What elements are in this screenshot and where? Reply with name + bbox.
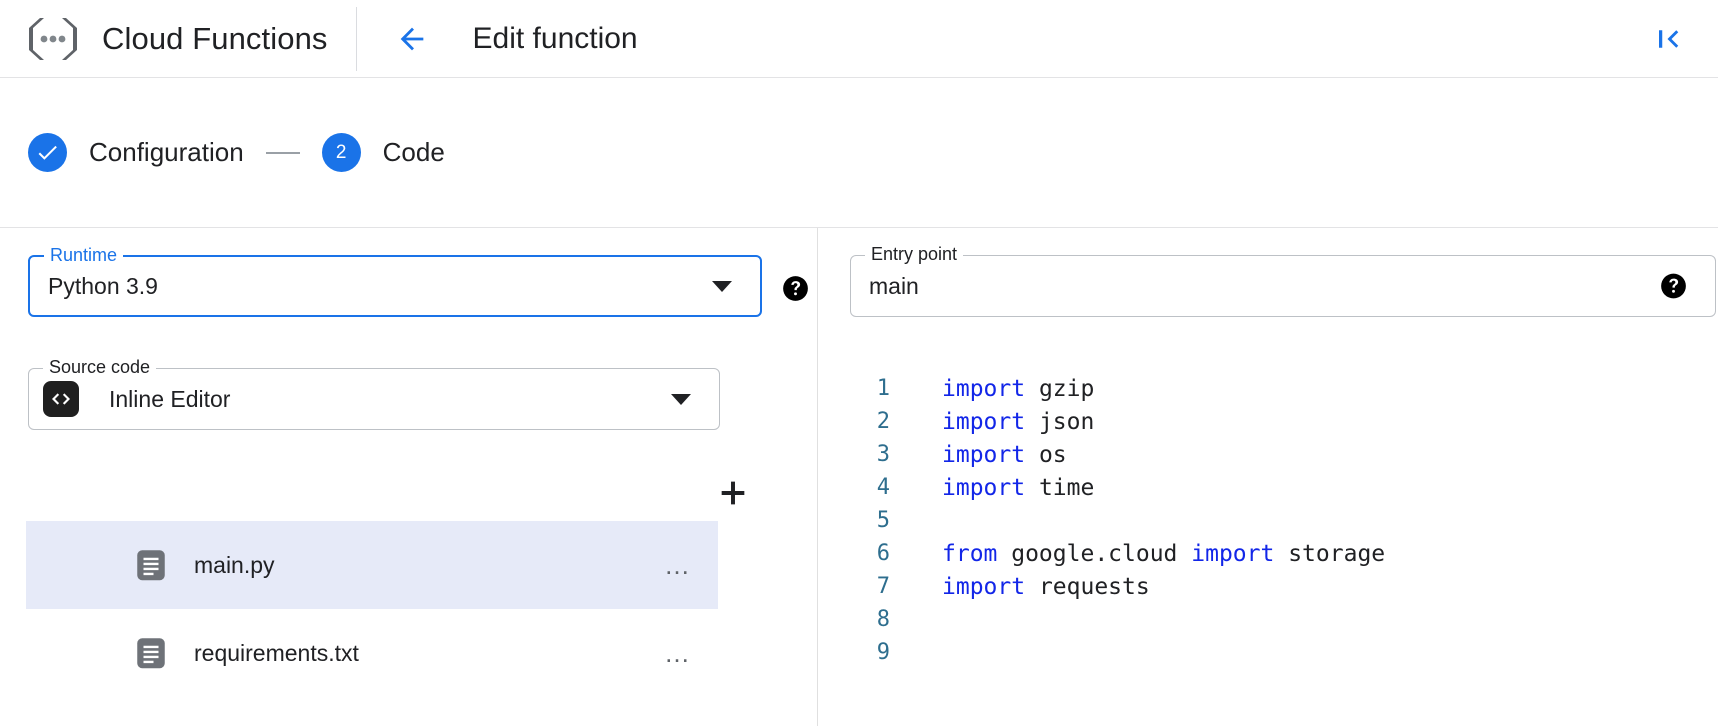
runtime-select[interactable]: Runtime Python 3.9	[28, 246, 762, 317]
code-line: 8	[818, 603, 1718, 636]
brand-title: Cloud Functions	[102, 20, 328, 56]
file-icon	[136, 637, 166, 669]
file-overflow-menu-icon[interactable]: …	[664, 550, 692, 580]
file-row-main-py[interactable]: main.py …	[26, 521, 718, 609]
app-header: Cloud Functions Edit function	[0, 0, 1718, 78]
entry-point-help-icon[interactable]	[1660, 273, 1687, 300]
runtime-label: Runtime	[44, 246, 124, 264]
wizard-stepper: Configuration 2 Code	[0, 78, 1718, 228]
entry-point-field-wrapper: Entry point main	[850, 245, 1716, 317]
file-list: main.py … requirements.txt …	[26, 521, 718, 697]
page-title: Edit function	[472, 21, 638, 55]
line-content: import gzip	[942, 375, 1095, 402]
step-configuration-label: Configuration	[89, 137, 244, 167]
line-number: 8	[876, 607, 890, 632]
source-code-field-wrapper: Source code Inline Editor	[28, 358, 720, 430]
line-content: import time	[942, 474, 1095, 501]
step-number-badge: 2	[321, 133, 361, 172]
cloud-functions-logo-icon	[26, 15, 80, 63]
line-number: 6	[876, 541, 890, 566]
line-number: 1	[876, 376, 890, 401]
entry-point-label: Entry point	[865, 245, 964, 263]
arrow-left-icon[interactable]	[395, 22, 429, 56]
source-code-value: Inline Editor	[109, 385, 231, 412]
code-line: 6 from google.cloud import storage	[818, 537, 1718, 570]
file-name: requirements.txt	[194, 639, 359, 666]
brand[interactable]: Cloud Functions	[0, 0, 354, 77]
file-row-requirements-txt[interactable]: requirements.txt …	[26, 609, 718, 697]
entry-point-value: main	[869, 272, 919, 299]
line-number: 9	[876, 640, 890, 665]
add-file-icon[interactable]	[716, 476, 750, 510]
code-line: 2 import json	[818, 405, 1718, 438]
runtime-help-icon[interactable]	[782, 275, 809, 302]
step-connector	[265, 151, 300, 154]
line-content: from google.cloud import storage	[942, 540, 1386, 567]
header-divider	[355, 6, 357, 71]
source-code-label: Source code	[43, 358, 157, 376]
step-code-number: 2	[335, 142, 347, 163]
runtime-field-wrapper: Runtime Python 3.9	[28, 246, 762, 317]
step-code-label: Code	[382, 137, 445, 167]
code-editor-lines: 1 import gzip 2 import json 3 import os 4 impor…	[818, 372, 1718, 669]
code-brackets-icon	[43, 381, 79, 417]
line-number: 7	[876, 574, 890, 599]
runtime-value: Python 3.9	[48, 272, 158, 299]
left-panel: Runtime Python 3.9 Source code	[0, 228, 818, 726]
file-icon	[136, 549, 166, 581]
check-circle-icon	[28, 133, 67, 172]
content-area: Runtime Python 3.9 Source code	[0, 228, 1718, 726]
source-code-select[interactable]: Source code Inline Editor	[28, 358, 720, 430]
entry-point-input[interactable]: Entry point main	[850, 245, 1716, 317]
code-line: 5	[818, 504, 1718, 537]
code-editor[interactable]: 1 import gzip 2 import json 3 import os 4 impor…	[818, 358, 1718, 726]
chevron-down-icon[interactable]	[712, 280, 732, 292]
code-line: 9	[818, 636, 1718, 669]
file-overflow-menu-icon[interactable]: …	[664, 638, 692, 668]
right-panel: Entry point main 1 import gzip 2 import jso…	[818, 228, 1718, 726]
line-content: import json	[942, 408, 1095, 435]
code-line: 4 import time	[818, 471, 1718, 504]
line-content: import os	[942, 441, 1067, 468]
code-line: 7 import requests	[818, 570, 1718, 603]
collapse-panel-icon[interactable]	[1654, 24, 1684, 54]
chevron-down-icon[interactable]	[671, 393, 691, 405]
file-name: main.py	[194, 551, 275, 578]
step-code[interactable]: 2 Code	[321, 133, 445, 172]
line-content: import requests	[942, 573, 1150, 600]
line-number: 2	[876, 409, 890, 434]
code-line: 3 import os	[818, 438, 1718, 471]
line-number: 3	[876, 442, 890, 467]
line-number: 4	[876, 475, 890, 500]
line-number: 5	[876, 508, 890, 533]
step-configuration[interactable]: Configuration	[28, 133, 244, 172]
code-line: 1 import gzip	[818, 372, 1718, 405]
